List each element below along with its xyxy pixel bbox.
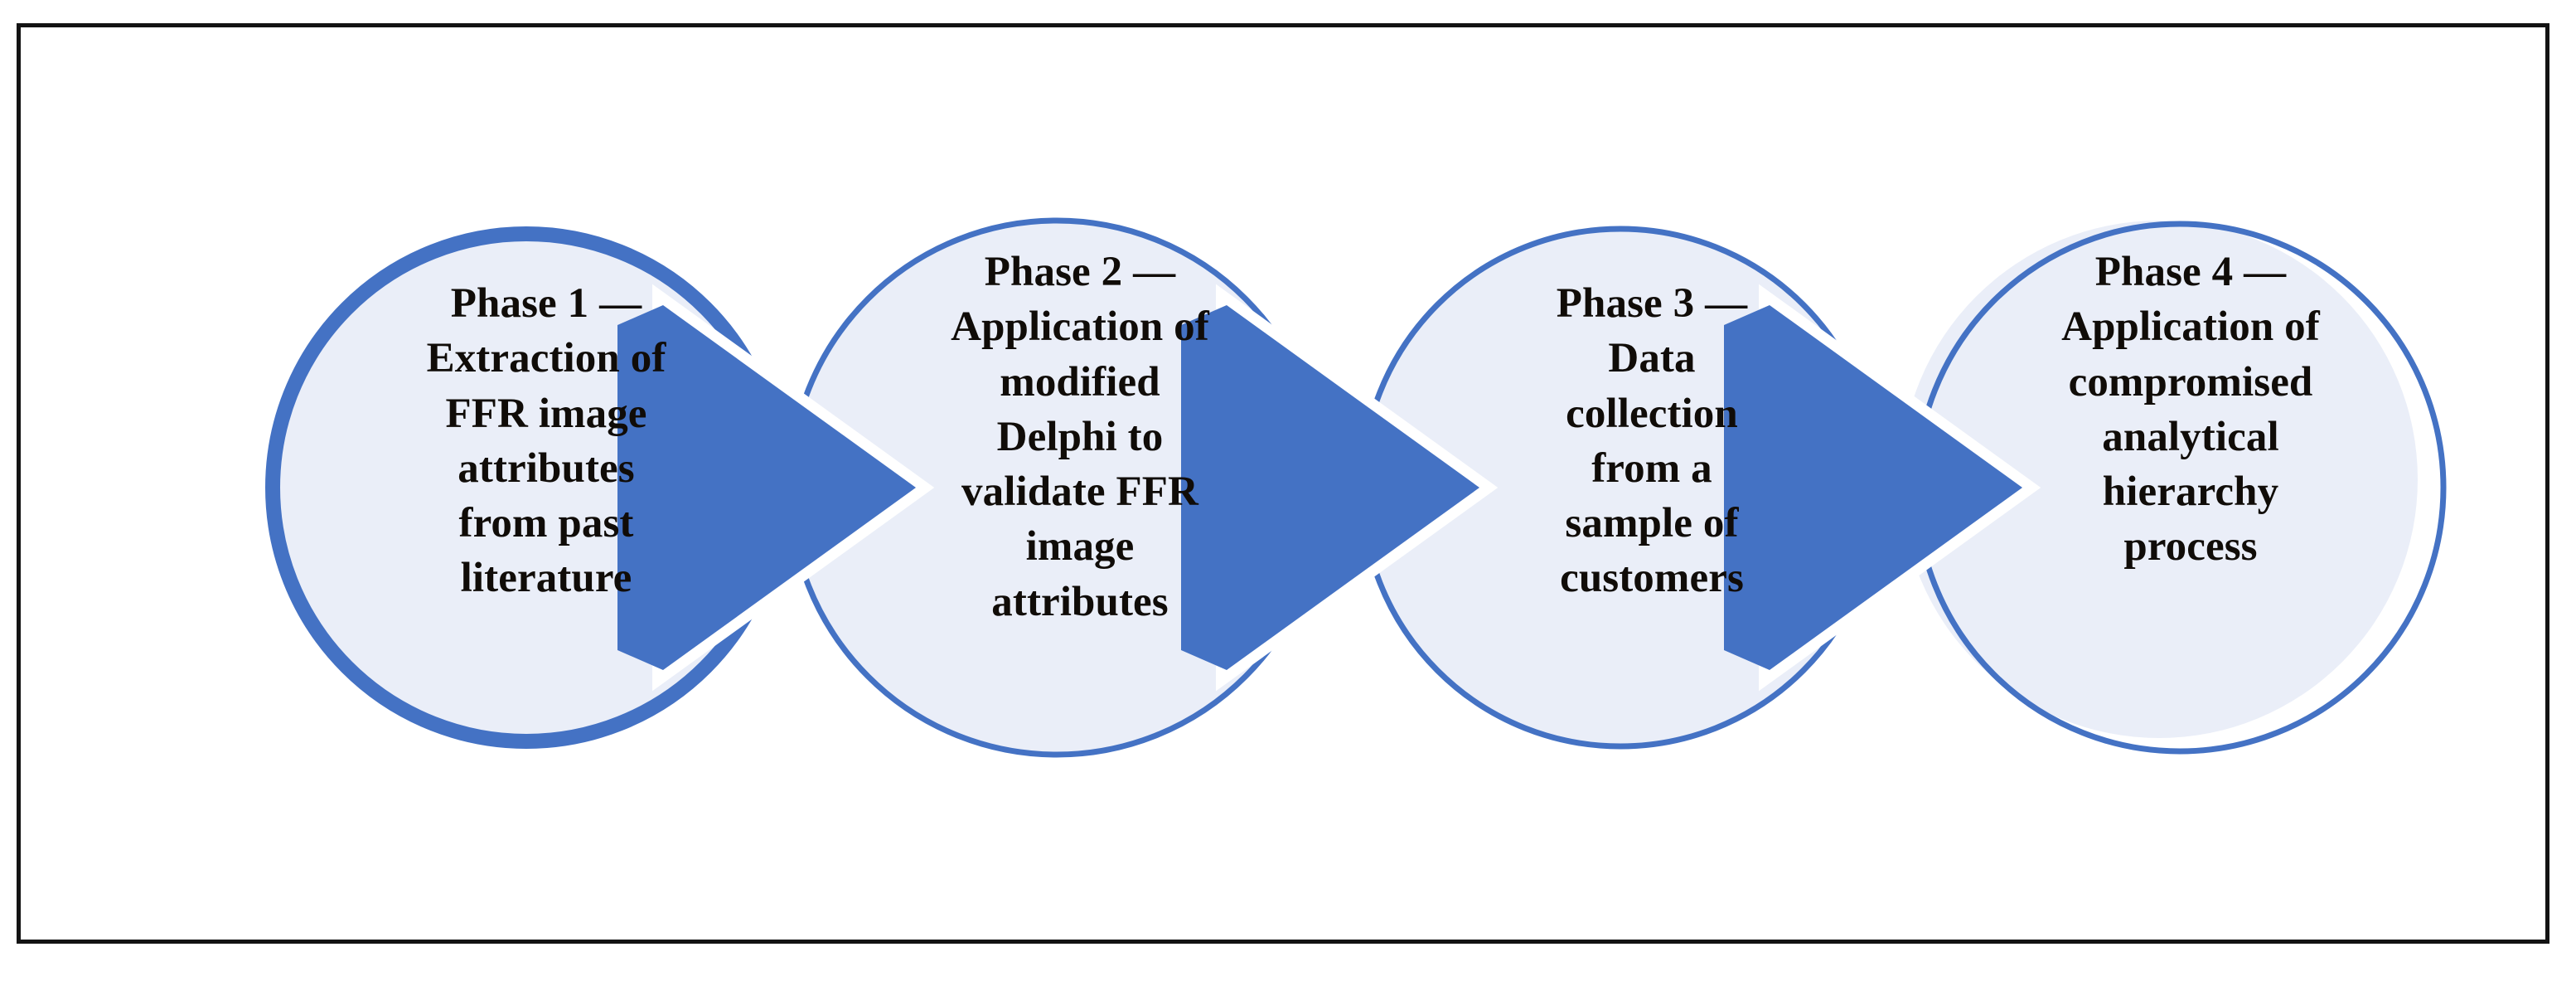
connector-arrow-1 — [617, 284, 935, 692]
connector-arrow-3-shape — [1770, 305, 2022, 670]
connector-arrow-1-shape — [663, 305, 916, 670]
connector-arrow-2 — [1181, 284, 1499, 692]
connector-arrow-2-shape — [1227, 305, 1479, 670]
connector-arrow-3-tail-extension — [1724, 305, 1770, 670]
connector-arrow-3 — [1724, 284, 2041, 692]
connector-arrow-1-tail-extension — [617, 305, 663, 670]
connector-arrow-2-tail-extension — [1181, 305, 1227, 670]
figure-border-frame: Phase 1 — Extraction of FFR image attrib… — [17, 23, 2549, 944]
node-phase-4-inner-fill — [1901, 221, 2418, 738]
